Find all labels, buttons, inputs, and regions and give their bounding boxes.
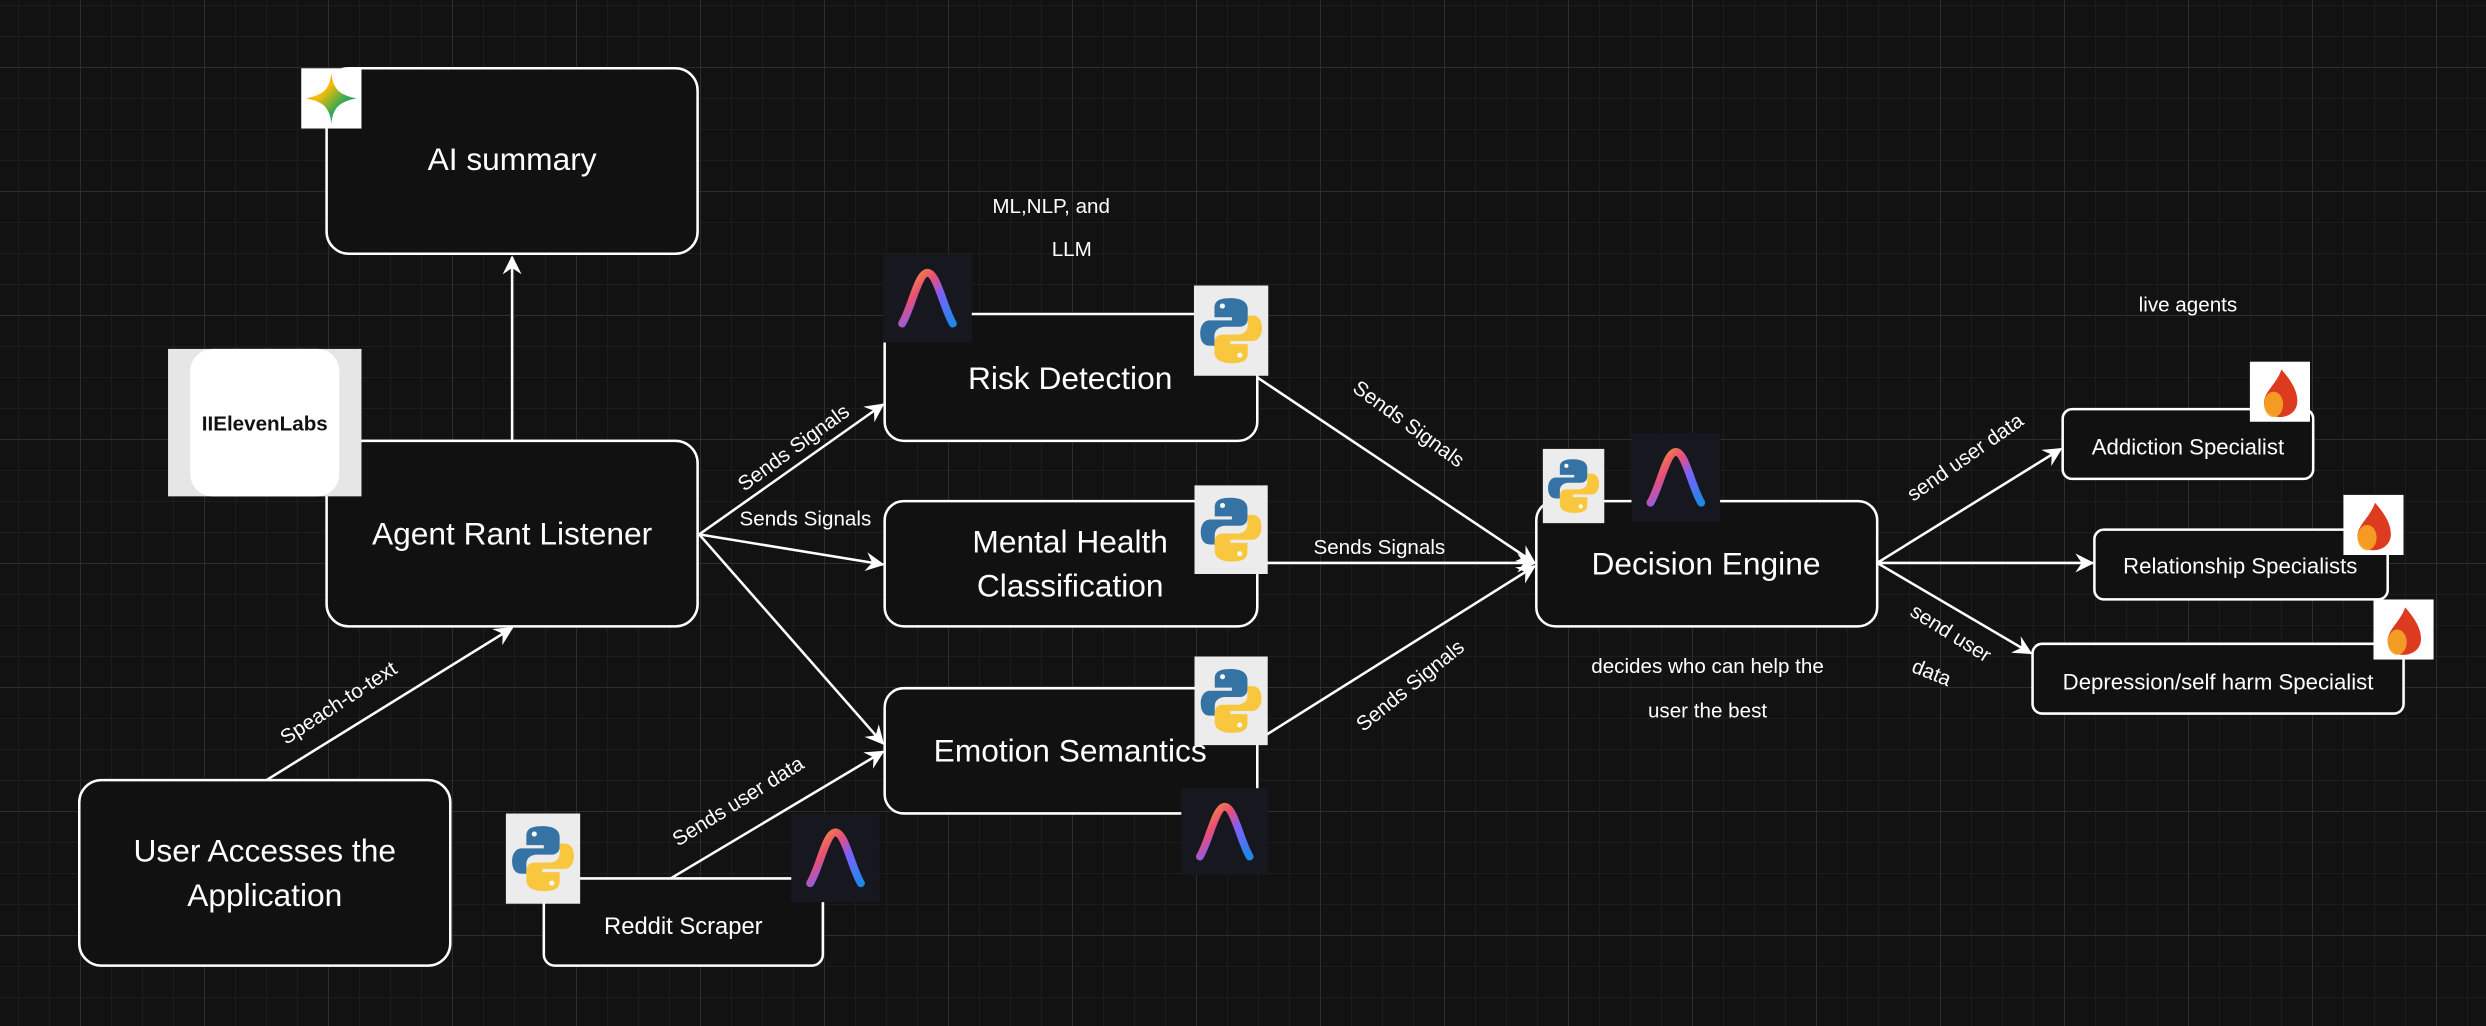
- node-mental-health-classification[interactable]: Mental Health Classification: [883, 499, 1259, 628]
- edge-reddit-to-emotion: [669, 750, 885, 880]
- python-icon: [1194, 485, 1268, 575]
- edge-agent-to-emotion: [698, 533, 885, 745]
- node-agent-rant-listener[interactable]: Agent Rant Listener: [325, 439, 699, 628]
- node-label: Addiction Specialist: [2092, 435, 2284, 460]
- node-label: Reddit Scraper: [604, 913, 763, 940]
- elevenlabs-wordmark: IIElevenLabs: [202, 412, 328, 435]
- node-relationship-specialists[interactable]: Relationship Specialists: [2093, 528, 2389, 601]
- node-decision-engine[interactable]: Decision Engine: [1535, 499, 1879, 628]
- node-label: Agent Rant Listener: [372, 515, 653, 551]
- firebase-icon: [2343, 494, 2404, 556]
- node-label: Emotion Semantics: [934, 733, 1207, 769]
- edge-decision-to-addiction: [1876, 447, 2063, 565]
- edge-agent-to-risk: [698, 403, 885, 536]
- annotation-ml: ML,NLP, and: [992, 195, 1110, 218]
- node-depression-specialist[interactable]: Depression/self harm Specialist: [2031, 642, 2405, 715]
- edge-label: Sends Signals: [1313, 536, 1445, 559]
- node-reddit-scraper[interactable]: Reddit Scraper: [542, 877, 825, 967]
- annotation-live-agents: live agents: [2139, 294, 2238, 317]
- node-label: Classification: [977, 568, 1164, 604]
- node-user-accesses-application[interactable]: User Accesses the Application: [78, 778, 452, 967]
- anaconda-icon: [791, 813, 880, 902]
- node-label: Mental Health: [972, 523, 1168, 559]
- annotation-decides: decides who can help the: [1591, 655, 1824, 678]
- edge-label: send user data: [1903, 409, 2028, 506]
- node-label: Decision Engine: [1591, 545, 1820, 581]
- edge-user-to-agent: [265, 626, 514, 782]
- edge-risk-to-decision: [1256, 376, 1537, 564]
- firebase-icon: [2373, 599, 2434, 660]
- node-label: User Accesses the: [134, 832, 396, 868]
- node-label: Relationship Specialists: [2123, 554, 2357, 579]
- annotation-decides: user the best: [1648, 699, 1767, 722]
- python-icon: [505, 813, 581, 904]
- edge-agent-to-mental: [698, 533, 885, 572]
- edge-emotion-to-decision: [1256, 565, 1537, 742]
- node-label: Depression/self harm Specialist: [2063, 669, 2374, 694]
- python-icon: [1542, 448, 1605, 524]
- firebase-icon: [2249, 361, 2311, 422]
- node-emotion-semantics[interactable]: Emotion Semantics: [883, 686, 1259, 815]
- edge-decision-to-depression: [1876, 561, 2033, 655]
- anaconda-icon: [883, 254, 972, 343]
- edge-label: Sends Signals: [1352, 635, 1469, 736]
- edge-label: data: [1909, 655, 1955, 692]
- edge-label: Sends Signals: [734, 400, 854, 496]
- anaconda-icon: [1631, 433, 1720, 522]
- python-icon: [1194, 656, 1268, 746]
- elevenlabs-logo: IIElevenLabs: [168, 348, 362, 497]
- python-icon: [1193, 285, 1269, 376]
- edges: [265, 255, 2095, 880]
- node-ai-summary[interactable]: AI summary: [325, 67, 699, 256]
- node-label: Risk Detection: [968, 360, 1172, 396]
- node-risk-detection[interactable]: Risk Detection: [883, 312, 1259, 443]
- edge-label: Sends Signals: [1348, 376, 1468, 472]
- node-label: Application: [187, 877, 342, 913]
- gemini-icon: [301, 68, 362, 129]
- anaconda-icon: [1181, 788, 1268, 875]
- edge-label: Sends Signals: [740, 508, 872, 531]
- node-label: AI summary: [428, 141, 597, 177]
- node-addiction-specialist[interactable]: Addiction Specialist: [2061, 407, 2315, 481]
- annotation-ml: LLM: [1052, 238, 1092, 261]
- edge-label: Sends user data: [669, 752, 809, 851]
